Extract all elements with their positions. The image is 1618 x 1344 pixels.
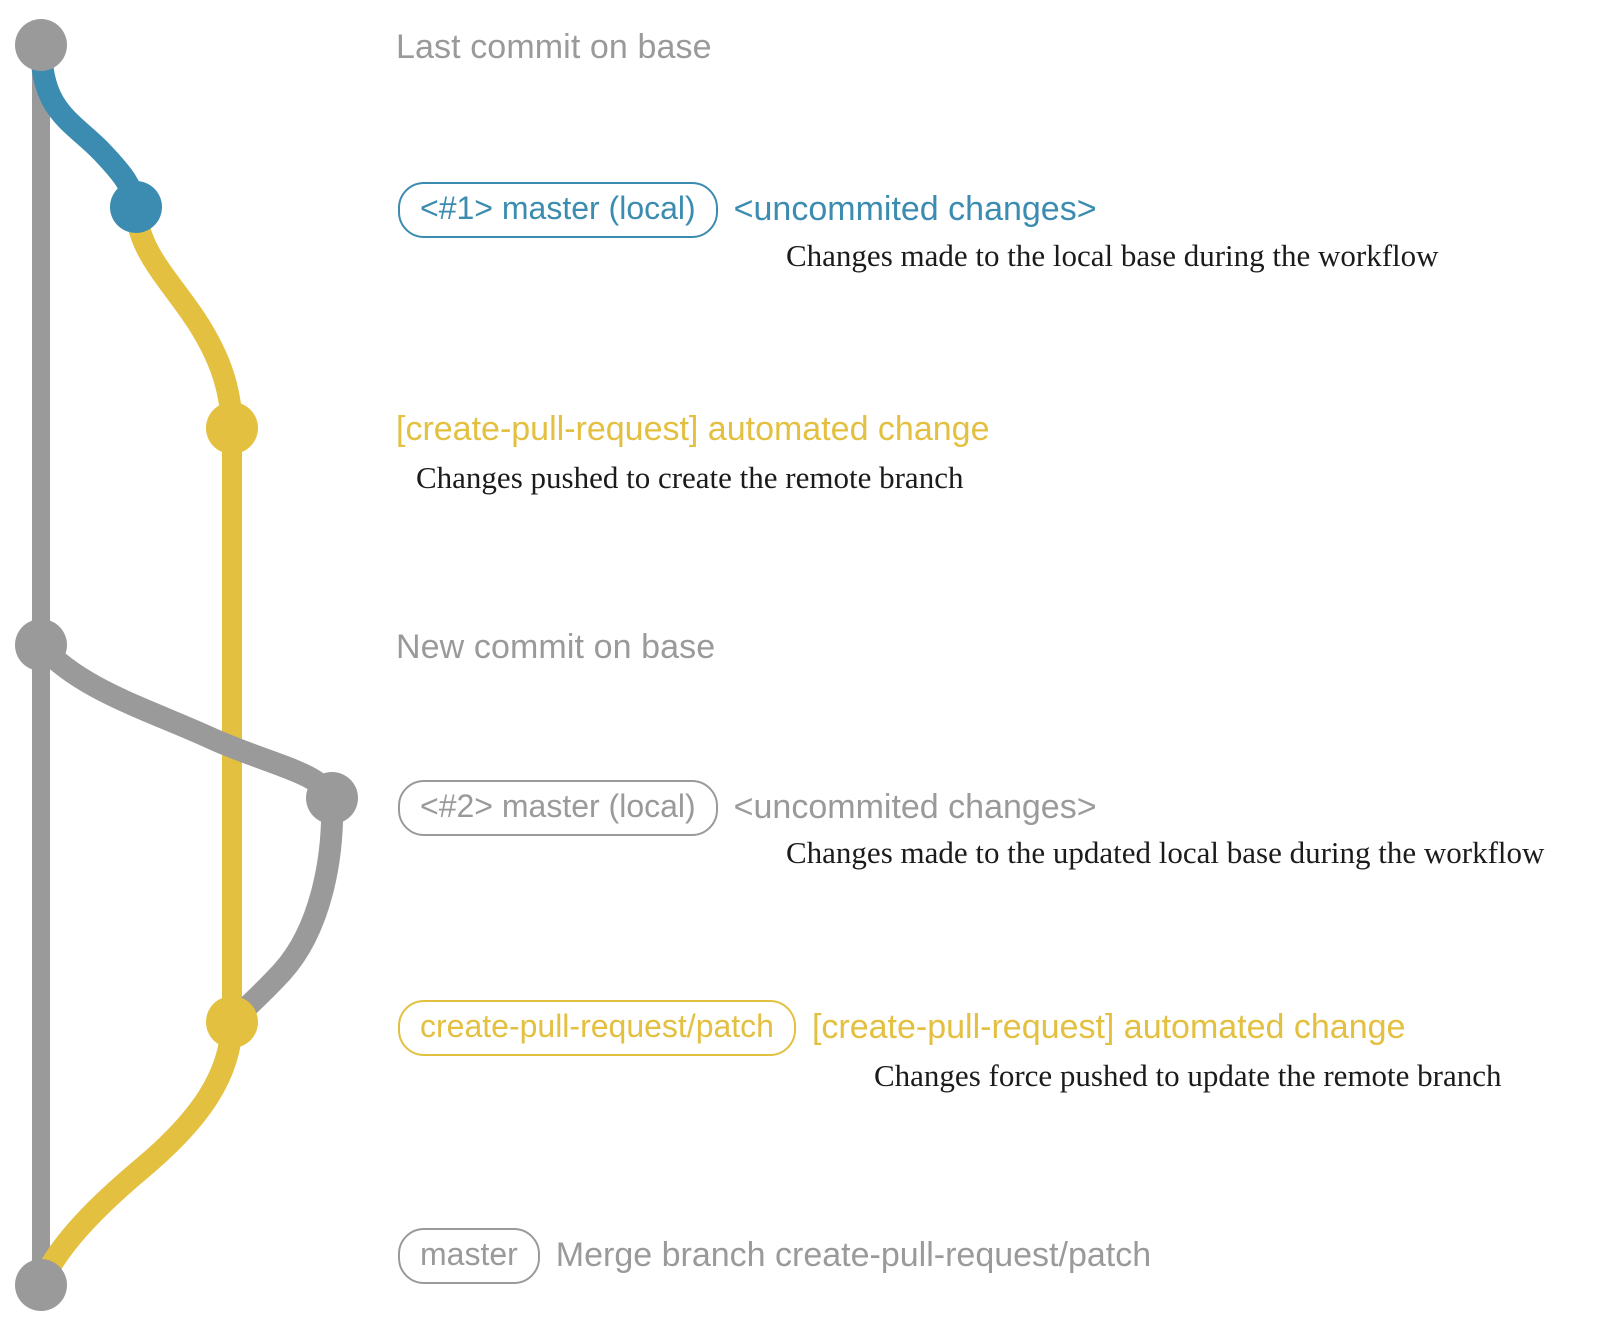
commit-node-local-2[interactable] [306,772,358,824]
ref-pill-patch-branch[interactable]: create-pull-request/patch [398,1000,796,1056]
commit-note-local-1: Changes made to the local base during th… [786,238,1439,273]
commit-node-base-last[interactable] [15,19,67,71]
caption-new-commit-on-base: New commit on base [396,628,716,666]
commit-node-patch-2[interactable] [206,996,258,1048]
commit-subject-merge: Merge branch create-pull-request/patch [555,1236,1152,1275]
commit-subject-local-1: <uncommited changes> [733,190,1097,229]
commit-subject-patch-1: [create-pull-request] automated change [396,410,990,448]
edge-local1-to-patch1 [125,196,243,439]
commit-row-patch-1: [create-pull-request] automated change [396,410,989,449]
commit-node-local-1[interactable] [110,181,162,233]
ref-pill-local-1[interactable]: <#1> master (local) [398,182,718,238]
commit-subject-patch-2: [create-pull-request] automated change [811,1008,1406,1047]
commit-row-patch-2: create-pull-request/patch [create-pull-r… [398,1000,1405,1056]
caption-last-commit-on-base: Last commit on base [396,28,712,66]
commit-row-base-new: New commit on base [396,628,715,667]
commit-row-local-2: <#2> master (local) <uncommited changes> [398,780,1097,836]
commit-row-local-1: <#1> master (local) <uncommited changes> [398,182,1097,238]
commit-node-patch-1[interactable] [206,402,258,454]
commit-node-merge[interactable] [15,1259,67,1311]
commit-row-merge: master Merge branch create-pull-request/… [398,1228,1151,1284]
commit-note-local-2: Changes made to the updated local base d… [786,835,1545,870]
edge-basenew-to-local2 [30,634,343,809]
commit-row-base-last: Last commit on base [396,28,712,67]
commit-note-patch-1: Changes pushed to create the remote bran… [416,460,964,495]
edge-patch2-to-merge [30,1011,243,1296]
commit-note-patch-2: Changes force pushed to update the remot… [874,1058,1502,1093]
ref-pill-master[interactable]: master [398,1228,540,1284]
commit-node-base-new[interactable] [15,619,67,671]
ref-pill-local-2[interactable]: <#2> master (local) [398,780,718,836]
commit-subject-local-2: <uncommited changes> [733,788,1097,827]
